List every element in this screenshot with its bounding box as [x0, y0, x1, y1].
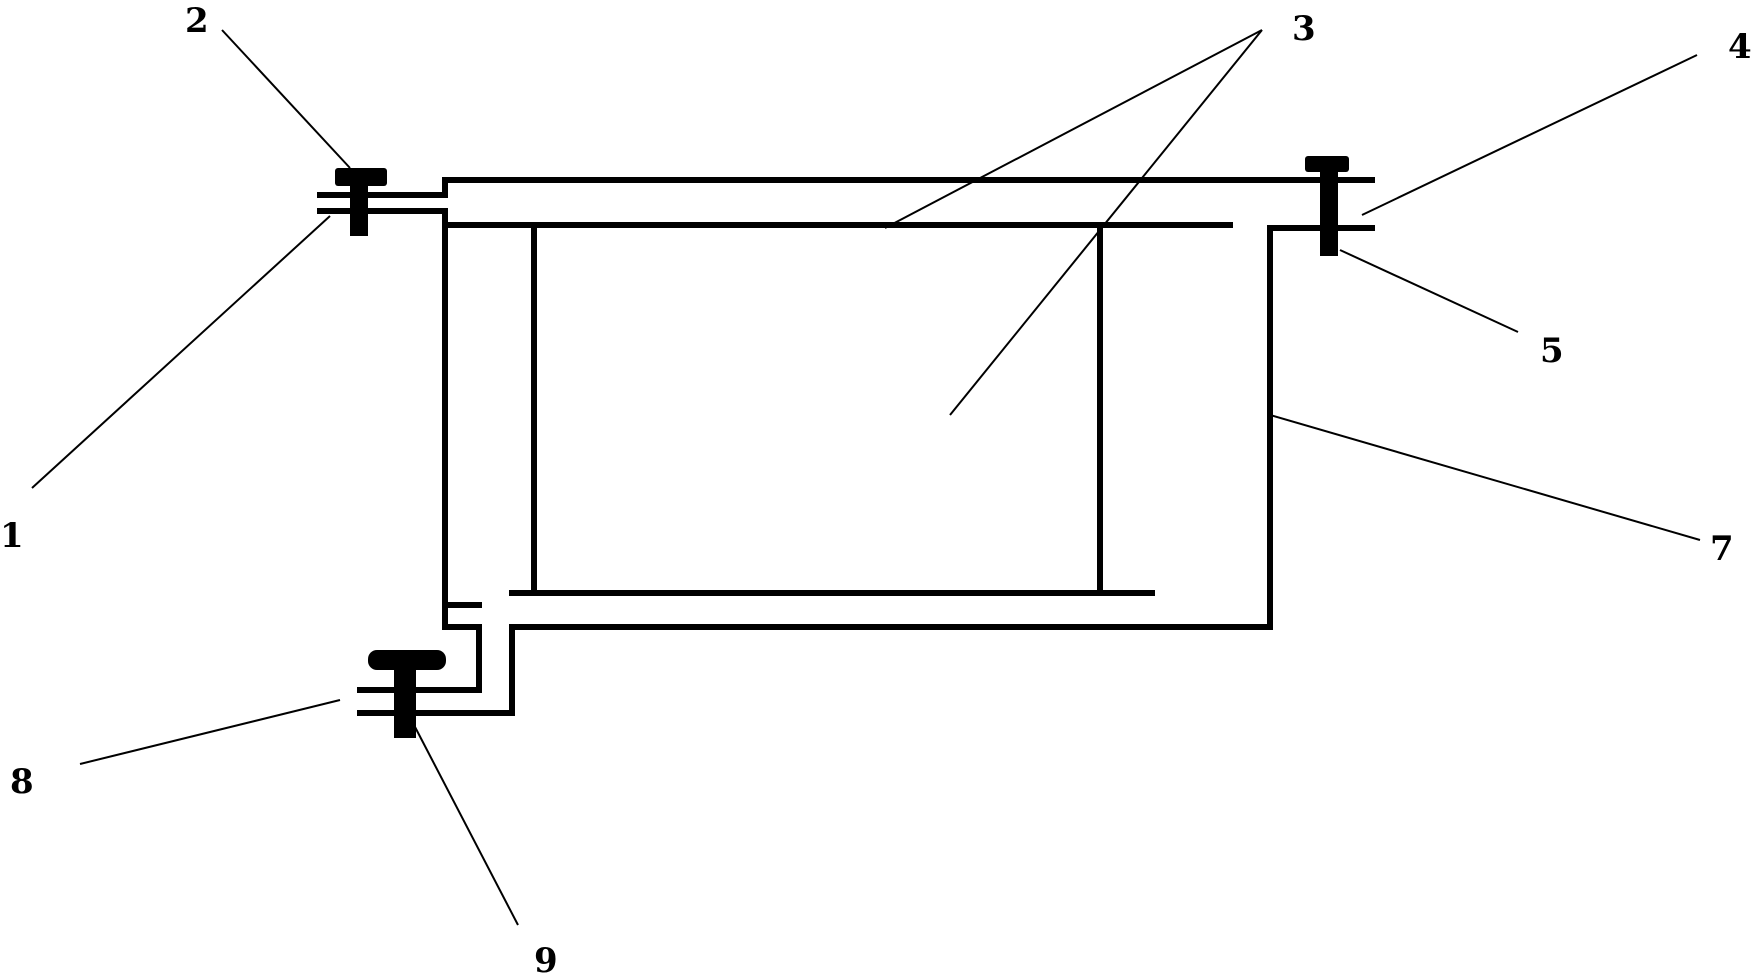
valve-top-right: [1305, 156, 1349, 256]
outer-housing-left-wall: [357, 222, 482, 693]
callout-8: 8: [10, 762, 34, 802]
valve-top-left: [335, 168, 387, 236]
leader-2: [221, 29, 351, 169]
callout-2: 2: [185, 1, 209, 41]
callout-5: 5: [1540, 331, 1564, 371]
valve-top-right-stem: [1320, 160, 1338, 256]
leader-5: [1339, 249, 1519, 333]
callout-9: 9: [534, 941, 558, 976]
outer-housing: [317, 177, 1375, 716]
callout-1: 1: [0, 516, 24, 556]
leader-3a: [884, 29, 1263, 229]
valve-top-left-stem: [350, 168, 368, 236]
callout-7: 7: [1710, 529, 1734, 569]
outer-housing-bottom: [509, 225, 1375, 716]
leader-7: [1269, 414, 1701, 541]
leader-lines: [31, 29, 1701, 926]
leader-9: [413, 724, 519, 926]
leader-4: [1361, 54, 1698, 216]
leader-1: [31, 215, 331, 489]
outer-housing-top-left-notch: [317, 177, 1375, 198]
valve-bottom-left-stem: [394, 660, 416, 738]
outer-housing-upper-inner-top: [317, 208, 1233, 228]
valve-bottom-left: [368, 650, 446, 738]
leader-3b: [949, 29, 1263, 416]
callout-4: 4: [1728, 27, 1752, 67]
callout-3: 3: [1292, 9, 1316, 49]
inner-frame: [509, 225, 1155, 596]
leader-8: [79, 699, 341, 765]
